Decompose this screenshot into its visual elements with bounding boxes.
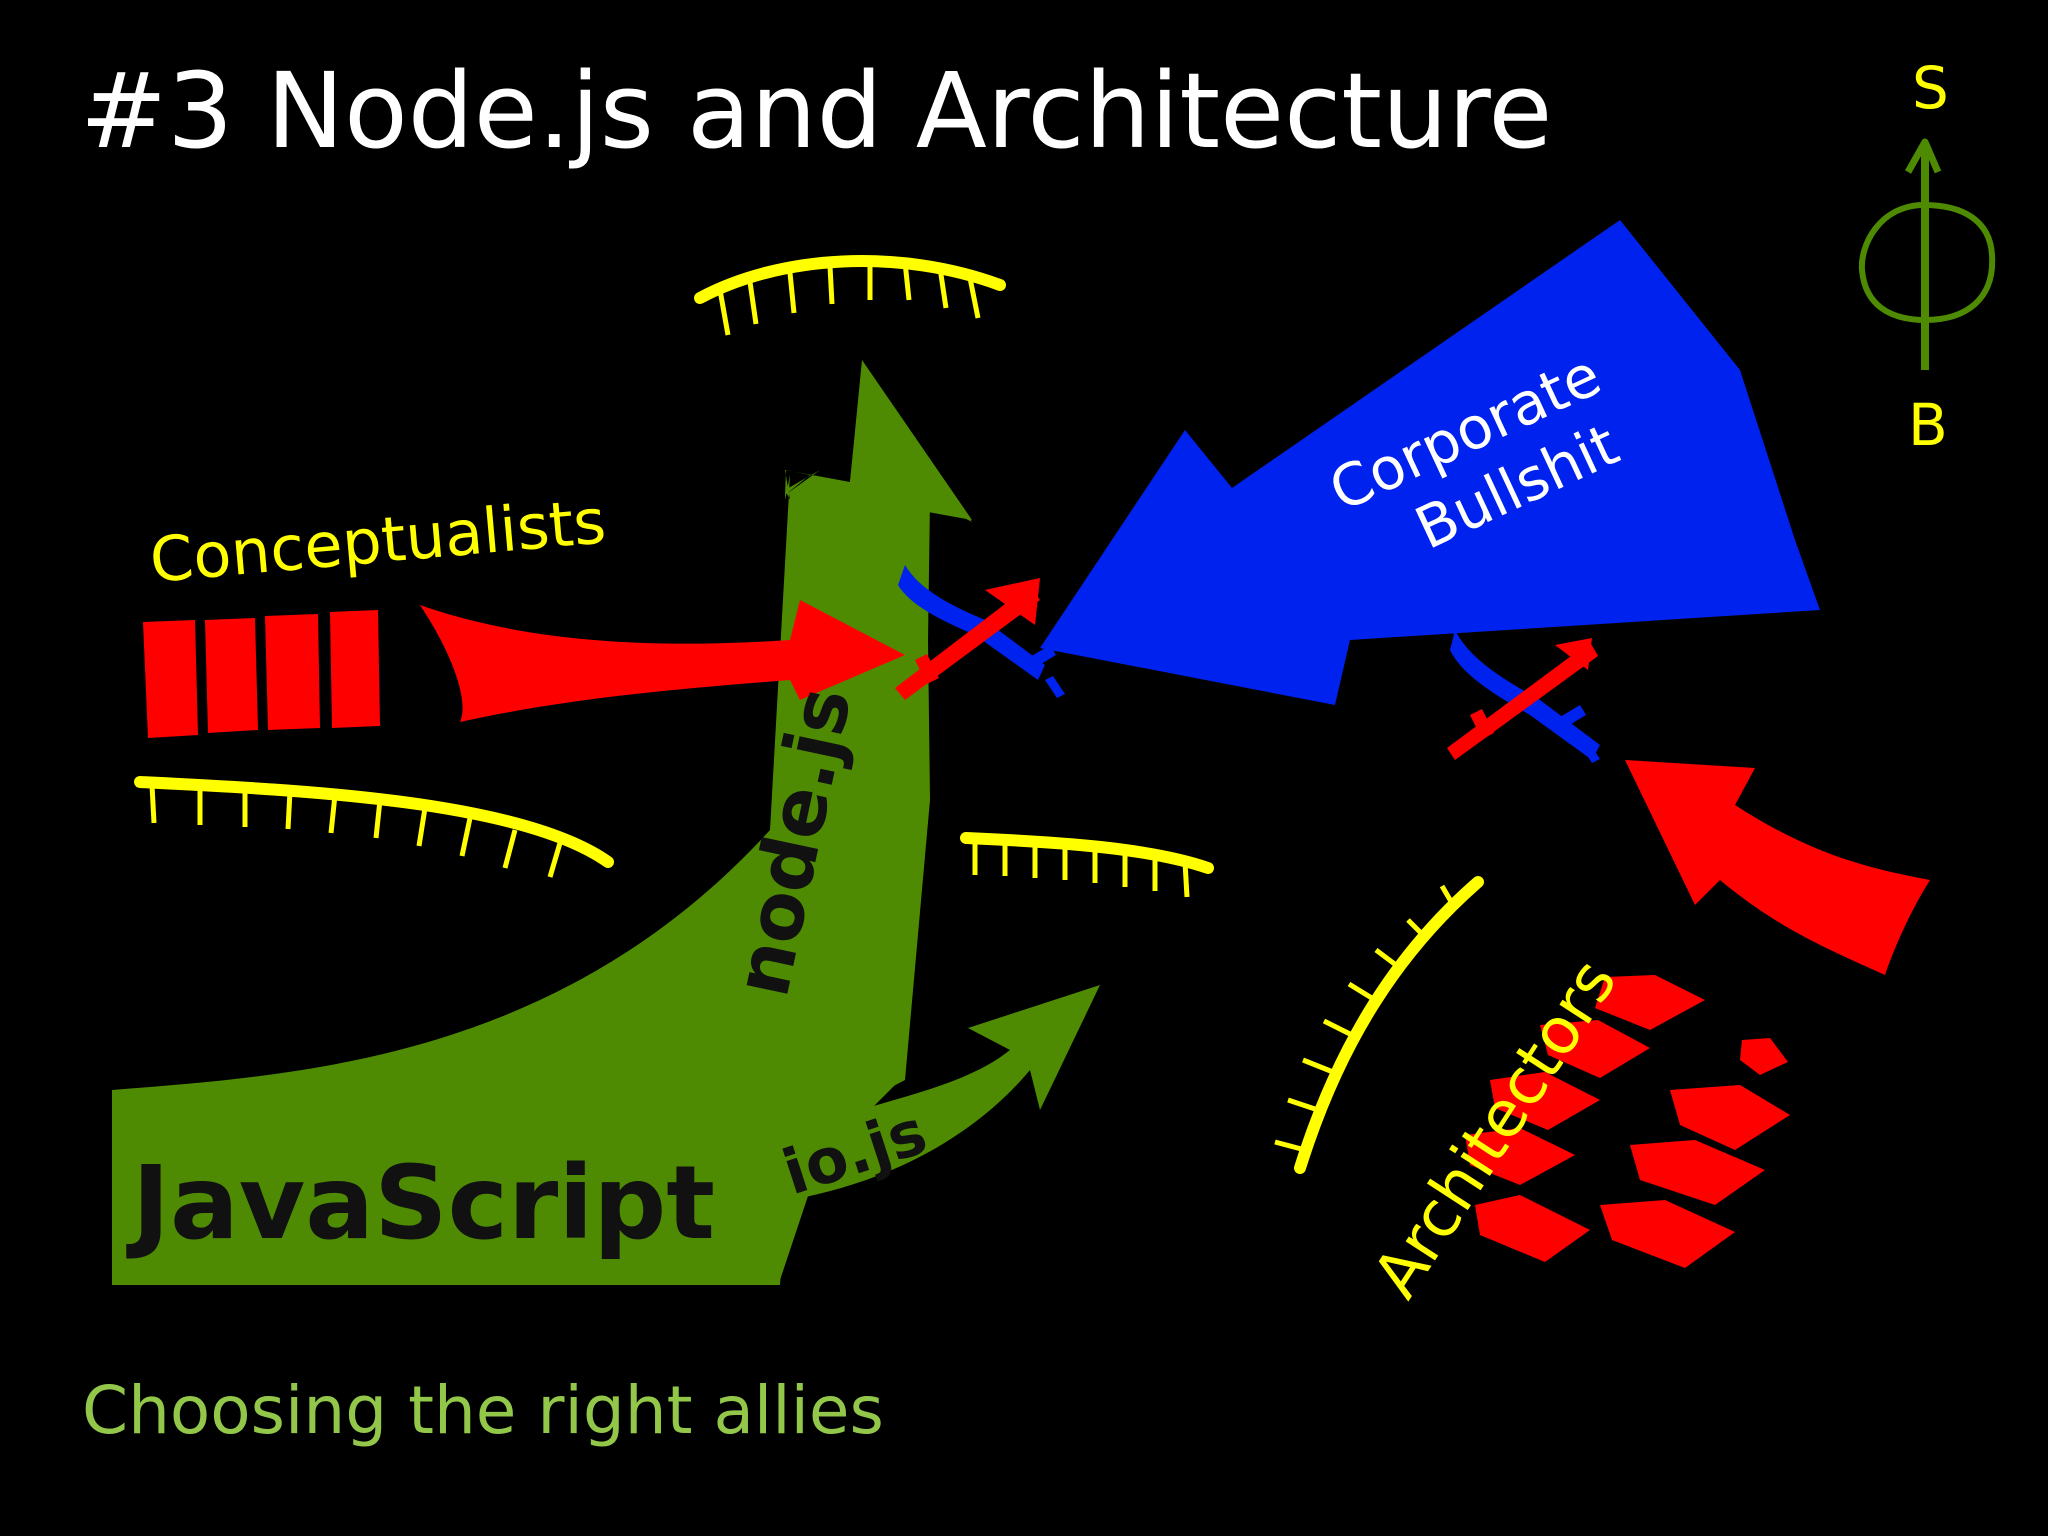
swords-right <box>1447 630 1600 763</box>
conceptualists-label: Conceptualists <box>147 484 609 597</box>
iojs-arrow-shape <box>760 985 1100 1200</box>
crowd-left <box>134 776 614 878</box>
crowd-right <box>1274 876 1484 1174</box>
architectors-label: Architectors <box>1359 947 1631 1311</box>
crowd-middle <box>960 832 1214 898</box>
javascript-nodejs-shape <box>112 368 972 1285</box>
swords-left <box>895 565 1065 700</box>
slide-title: #3 Node.js and Architecture <box>80 50 1553 172</box>
javascript-label: JavaScript <box>126 1144 715 1263</box>
compass-icon <box>1858 138 1996 370</box>
architectors-troops <box>1465 975 1790 1268</box>
compass-label-bottom: B <box>1908 391 1948 459</box>
slide-subtitle: Choosing the right allies <box>82 1372 884 1449</box>
corporate-bullshit-arrow <box>1040 220 1820 705</box>
architectors-arrow <box>1625 760 1930 975</box>
crowd-top <box>694 255 1006 336</box>
conceptualists-troops <box>143 610 380 738</box>
conceptualists-arrow <box>420 600 905 722</box>
compass-label-top: S <box>1912 54 1949 122</box>
